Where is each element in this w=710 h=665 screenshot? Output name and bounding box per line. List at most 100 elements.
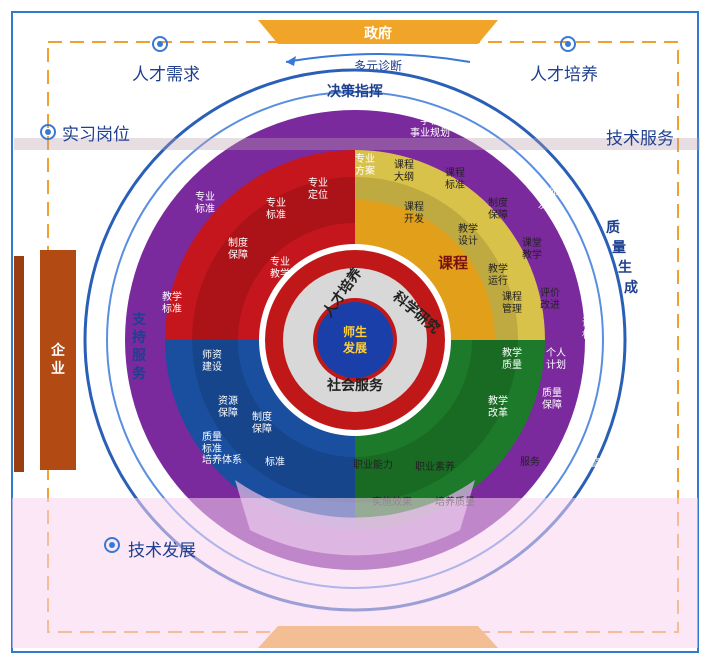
center-text-2: 发展 (342, 340, 367, 355)
purple-ring-item: 事业规划 (410, 126, 450, 139)
green-outer-item: 质量 (542, 387, 562, 399)
yellow-outer-item: 标准 (445, 179, 465, 191)
svg-text:质: 质 (606, 219, 620, 236)
green-outer-item: 个人 (546, 347, 566, 359)
yellow-outer-item: 管理 (502, 302, 522, 315)
svg-text:生: 生 (618, 259, 632, 276)
svg-text:成: 成 (624, 279, 638, 296)
svg-text:支: 支 (131, 311, 147, 328)
red-outer-item: 专业 (308, 176, 328, 189)
purple-ring-item: 学校 (420, 114, 440, 127)
enterprise-bar (40, 250, 76, 470)
blue-outer-item: 保障 (218, 406, 238, 419)
green-outer-item: 教学 (502, 346, 522, 359)
support-label: 支 持 服 务 (131, 311, 147, 382)
purple-ring-item: 标准 (195, 203, 215, 215)
yellow-inner-item: 设计 (458, 234, 478, 247)
green-outer-item: 改革 (488, 406, 508, 419)
svg-text:务: 务 (132, 365, 147, 382)
yellow-outer-item: 制度 (488, 196, 508, 209)
blue-outer-items: 师资建设资源保障制度保障 (202, 348, 272, 435)
enterprise-text-2: 业 (51, 361, 65, 377)
blue-outer-item: 保障 (252, 422, 272, 435)
purple-ring-item: 专业 (195, 190, 215, 203)
outer-border (11, 11, 699, 653)
red-outer-item: 标准 (266, 209, 286, 221)
purple-ring-item: 教学 (162, 290, 182, 303)
blue-outer-item: 制度 (252, 410, 272, 423)
red-outer-item: 专业 (355, 152, 375, 165)
course-label: 课程 (438, 254, 468, 272)
top-overlay (14, 138, 700, 150)
bottom-left-standard: 标准 (265, 456, 285, 468)
red-outer-item: 制度 (228, 236, 248, 249)
blue-outer-item: 资源 (218, 394, 238, 407)
label-tech-service: 技术服务 (606, 129, 674, 149)
svg-text:持: 持 (132, 329, 146, 346)
center-circle (313, 298, 397, 382)
yellow-inner-item: 教学 (522, 248, 542, 261)
decision-label: 决策指挥 (327, 83, 383, 100)
red-outer-item: 方案 (355, 164, 375, 177)
target-icon (104, 537, 120, 553)
svg-text:量: 量 (612, 240, 626, 256)
red-outer-item: 专业 (266, 196, 286, 209)
yellow-inner-item: 课堂 (522, 237, 542, 249)
purple-ring-item: 标准 (582, 329, 602, 341)
red-outer-item: 定位 (308, 188, 328, 201)
yellow-outer-item: 评价 (540, 287, 560, 299)
red-outer-item: 保障 (228, 248, 248, 261)
yellow-outer-item: 课程 (394, 159, 414, 171)
green-outer-item: 保障 (542, 398, 562, 411)
bottom-left-system: 培养体系 (202, 453, 242, 466)
svg-text:服: 服 (132, 348, 147, 364)
yellow-outer-item: 课程 (404, 201, 424, 213)
inner-label-social: 社会服务 (326, 377, 384, 394)
left-edge-bar (14, 256, 24, 472)
yellow-inner-item: 教学 (458, 222, 478, 235)
enterprise-text: 企 (50, 342, 66, 359)
green-outer-item: 质量 (502, 359, 522, 371)
yellow-outer-item: 大纲 (394, 170, 414, 183)
bottom-text-service: 服务 (520, 455, 540, 468)
target-icon (560, 36, 576, 52)
quality-label: 质 量 生 成 (606, 219, 638, 296)
purple-ring-item: 教师 (538, 186, 558, 199)
top-arc-head (286, 56, 296, 66)
target-icon (40, 124, 56, 140)
top-banner-text: 政府 (364, 25, 392, 42)
purple-ring-item: 质量 (202, 431, 222, 443)
yellow-inner-item: 运行 (488, 274, 508, 287)
yellow-outer-item: 保障 (488, 208, 508, 221)
blue-outer-item: 师资 (202, 348, 222, 361)
label-internship: 实习岗位 (62, 125, 130, 145)
purple-ring-item: 课程 (582, 317, 602, 329)
center-text-1: 师生 (343, 324, 367, 339)
yellow-outer-item: 课程 (502, 291, 522, 303)
bottom-text-ability: 职业能力 (353, 458, 393, 471)
bottom-text-literacy: 职业素养 (415, 460, 455, 473)
yellow-outer-item: 课程 (445, 167, 465, 179)
red-outer-item: 教学 (270, 267, 290, 280)
label-tech-develop: 技术发展 (128, 541, 196, 561)
green-outer-item: 计划 (546, 358, 566, 371)
yellow-inner-item: 教学 (488, 262, 508, 275)
yellow-outer-item: 开发 (404, 212, 424, 225)
yellow-outer-items: 课程大纲课程标准制度保障课程开发课程管理评价改进 (394, 159, 560, 315)
top-arc (285, 53, 471, 63)
red-outer-item: 专业 (270, 255, 290, 268)
blue-outer-item: 建设 (202, 360, 222, 373)
yellow-outer-item: 改进 (540, 298, 560, 311)
label-talent-demand: 人才需求 (132, 65, 200, 85)
purple-ring-item: 标准 (202, 443, 222, 455)
target-icon (152, 36, 168, 52)
purple-ring-item: 标准 (162, 303, 182, 315)
purple-ring-item: 发展 (538, 198, 558, 211)
top-banner (258, 20, 498, 44)
